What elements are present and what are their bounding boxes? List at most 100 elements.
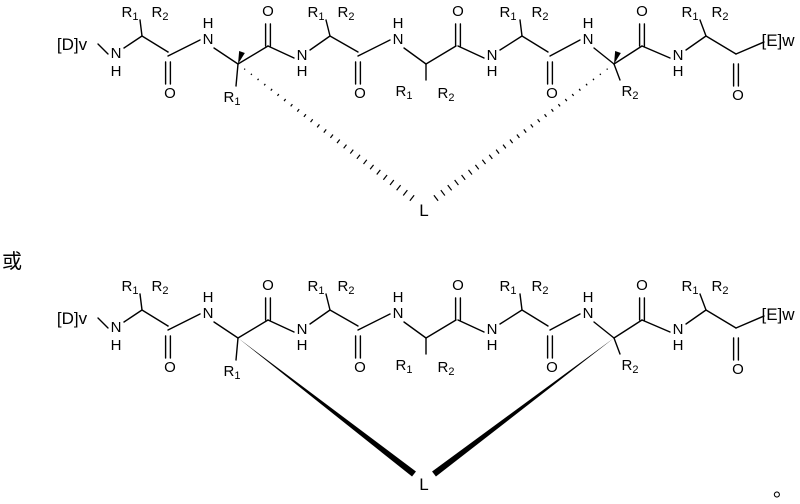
backbone-bond: [642, 46, 670, 58]
amide-n-label: N: [297, 321, 308, 338]
amide-n-label: N: [673, 47, 684, 64]
r1-label: R1: [396, 357, 413, 376]
bond-nterm: [98, 44, 108, 54]
backbone-bond: [550, 40, 580, 56]
r1-label: R1: [224, 89, 241, 108]
backbone-bond: [614, 320, 642, 338]
hash-stroke: [579, 89, 580, 91]
r1-label: R1: [122, 278, 139, 297]
linker-hashed-bond-left: [238, 64, 414, 201]
r2-label: R2: [438, 359, 455, 378]
amide-n-label: N: [393, 305, 404, 322]
backbone-bond: [500, 36, 522, 50]
backbone-bond: [358, 40, 390, 56]
carbonyl-o-label: O: [452, 3, 464, 20]
hash-stroke: [434, 195, 438, 201]
bond-cterm: [736, 42, 764, 54]
carbonyl-o-label: O: [452, 277, 464, 294]
amide-h-label: H: [111, 63, 122, 80]
hash-stroke: [350, 150, 353, 154]
carbonyl-o-label: O: [164, 85, 176, 102]
hash-stroke: [304, 114, 306, 117]
amide-n-label: N: [673, 321, 684, 338]
backbone-bond: [168, 40, 200, 56]
amide-h-label: H: [111, 337, 122, 354]
amide-h-label: H: [297, 337, 308, 354]
hash-stroke: [324, 129, 326, 132]
backbone-bond: [310, 36, 330, 50]
bond-nterm: [98, 318, 108, 328]
carbonyl-o-label: O: [732, 87, 744, 104]
r2-label: R2: [532, 278, 549, 297]
r2-label: R2: [622, 83, 639, 102]
amide-n-label: N: [487, 321, 498, 338]
carbonyl-o-label: O: [354, 359, 366, 376]
hash-stroke: [600, 74, 601, 75]
hash-stroke: [489, 155, 492, 159]
r2-label: R2: [338, 4, 355, 23]
hash-stroke: [551, 109, 553, 111]
backbone-bond: [686, 36, 706, 50]
r1-label: R1: [308, 278, 325, 297]
hash-stroke: [403, 190, 407, 195]
carbonyl-o-label: O: [262, 277, 274, 294]
r2-label: R2: [338, 278, 355, 297]
hash-stroke: [496, 150, 499, 154]
hash-stroke: [593, 79, 594, 80]
hash-stroke: [462, 175, 466, 180]
hash-stroke: [377, 170, 381, 175]
hash-stroke: [297, 109, 299, 111]
backbone-bond: [268, 46, 294, 58]
amide-h-label: H: [393, 289, 404, 306]
hash-stroke: [344, 145, 347, 149]
amide-h-label: H: [203, 15, 214, 32]
hash-stroke: [311, 119, 313, 122]
backbone-bond: [686, 310, 706, 324]
amide-n-label: N: [203, 31, 214, 48]
backbone-bond: [124, 310, 142, 322]
backbone-bond: [214, 48, 238, 64]
linker-bold-bond-left: [238, 338, 416, 477]
backbone-bond: [706, 36, 736, 54]
side-bond: [614, 338, 620, 354]
r2-label: R2: [438, 85, 455, 104]
hash-stroke: [337, 140, 340, 144]
hash-stroke: [531, 124, 533, 127]
hash-stroke: [258, 79, 259, 80]
r1-label: R1: [500, 278, 517, 297]
backbone-bond: [522, 310, 548, 326]
r2-label: R2: [712, 278, 729, 297]
linker-l-label: L: [419, 475, 428, 494]
carbonyl-o-label: O: [262, 3, 274, 20]
side-bond: [140, 20, 142, 36]
r1-label: R1: [682, 278, 699, 297]
amide-h-label: H: [583, 289, 594, 306]
hash-stroke: [357, 155, 360, 159]
hash-stroke: [251, 74, 252, 75]
hash-stroke: [475, 165, 478, 169]
side-bond: [700, 294, 706, 310]
amide-h-label: H: [487, 337, 498, 354]
carbonyl-o-label: O: [636, 3, 648, 20]
hash-stroke: [517, 134, 520, 137]
backbone-bond: [330, 310, 358, 326]
backbone-bond: [426, 46, 456, 64]
hash-stroke: [441, 190, 445, 195]
side-bond: [614, 64, 620, 80]
separator-text: 或: [2, 249, 22, 273]
side-bond: [326, 294, 330, 310]
r1-label: R1: [500, 4, 517, 23]
backbone-bond: [642, 320, 670, 332]
hash-stroke: [364, 160, 367, 164]
hash-stroke: [330, 134, 333, 137]
backbone-bond: [214, 322, 238, 338]
r1-label: R1: [308, 4, 325, 23]
carbonyl-o-label: O: [164, 359, 176, 376]
hash-stroke: [482, 160, 485, 164]
hash-stroke: [244, 69, 245, 70]
amide-n-label: N: [487, 47, 498, 64]
backbone-bond: [458, 46, 484, 58]
amide-h-label: H: [393, 15, 404, 32]
end-mark: 。: [773, 477, 793, 501]
hash-stroke: [448, 185, 452, 190]
